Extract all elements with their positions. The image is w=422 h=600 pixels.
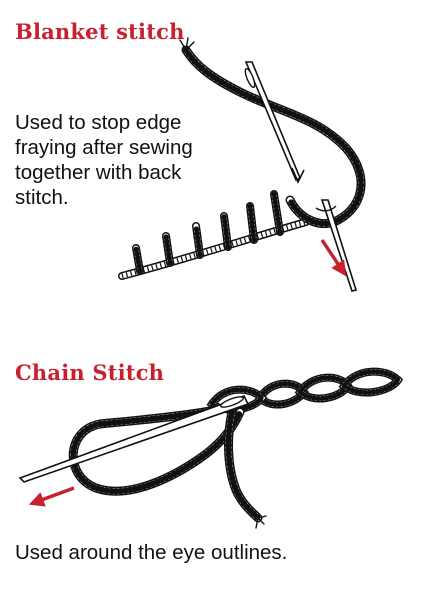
- chain-stitch-illustration: [18, 367, 404, 529]
- blanket-stitch-illustration: [118, 37, 366, 292]
- blanket-stitch-title: Blanket stitch: [15, 19, 185, 44]
- blanket-stitch-posts: [132, 190, 284, 275]
- thread-icon: [118, 218, 310, 280]
- arrow-down-right-icon: [320, 239, 347, 277]
- thread-icon: [68, 401, 267, 529]
- working-thread: [179, 37, 366, 228]
- needle-icon: [18, 395, 250, 483]
- arrow-left-icon: [28, 486, 75, 507]
- chain-stitch-title: Chain Stitch: [15, 360, 165, 385]
- needle-icon: [244, 61, 305, 184]
- chain-stitch-description: Used around the eye outlines.: [15, 541, 288, 564]
- blanket-stitch-description: Used to stop edge fraying after sewing t…: [15, 111, 193, 209]
